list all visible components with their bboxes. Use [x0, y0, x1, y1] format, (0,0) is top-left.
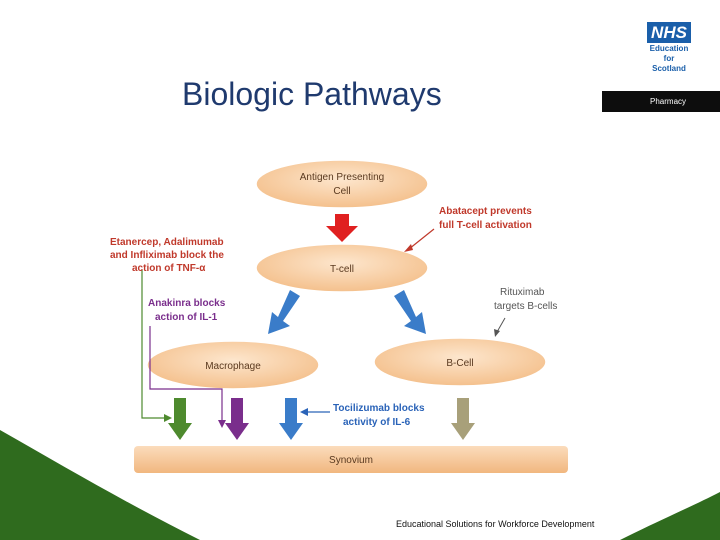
- section-label: Pharmacy: [602, 91, 720, 112]
- apc-label-1: Antigen Presenting: [300, 172, 385, 183]
- abatacept-text-1: Abatacept prevents: [439, 206, 532, 217]
- tocilizumab-text-1: Tocilizumab blocks: [333, 403, 425, 414]
- tcell-node: [255, 243, 429, 293]
- tnf-text-2: and Infliximab block the: [110, 250, 224, 261]
- anakinra-text-1: Anakinra blocks: [148, 298, 226, 309]
- synovium-label: Synovium: [329, 455, 373, 466]
- rituximab-text-1: Rituximab: [500, 287, 545, 298]
- khaki-arrow-down: [451, 398, 475, 440]
- rituximab-text-2: targets B-cells: [494, 301, 557, 312]
- apc-node: [255, 159, 429, 209]
- abatacept-pointer: [408, 228, 435, 250]
- red-arrow-down: [326, 214, 358, 242]
- tocilizumab-text-2: activity of IL-6: [343, 417, 411, 428]
- tnf-text-3: action of TNF-α: [132, 263, 206, 274]
- slide-footer: Educational Solutions for Workforce Deve…: [396, 519, 595, 529]
- macrophage-label: Macrophage: [205, 361, 261, 372]
- tcell-label: T-cell: [330, 264, 354, 275]
- bcell-node: [373, 337, 547, 387]
- bcell-label: B-Cell: [446, 358, 473, 369]
- tnf-text-1: Etanercep, Adalimumab: [110, 237, 224, 248]
- synovium-bar: [134, 446, 568, 473]
- blue-arrow-tcell-bcell: [394, 290, 426, 334]
- blue-arrow-down: [279, 398, 303, 440]
- nhs-logo-sub-2: for: [663, 54, 675, 63]
- nhs-logo-sub-3: Scotland: [652, 64, 686, 73]
- green-arrow-down: [168, 398, 192, 440]
- purple-arrow-down: [225, 398, 249, 440]
- abatacept-pointer-head: [404, 244, 413, 252]
- tnf-connector: [141, 270, 170, 419]
- rituximab-pointer-head: [494, 329, 500, 337]
- nhs-logo: NHS Education for Scotland: [640, 22, 698, 73]
- rituximab-pointer: [496, 317, 506, 333]
- apc-label-2: Cell: [333, 186, 350, 197]
- il1-connector: [149, 326, 223, 425]
- anakinra-text-2: action of IL-1: [155, 312, 218, 323]
- slide-title: Biologic Pathways: [182, 76, 442, 112]
- abatacept-text-2: full T-cell activation: [439, 220, 532, 231]
- nhs-logo-text: NHS: [647, 22, 691, 43]
- il1-connector-head: [218, 420, 226, 428]
- nhs-logo-sub-1: Education: [649, 44, 689, 53]
- tnf-connector-head: [164, 414, 172, 422]
- macrophage-node: [146, 340, 320, 390]
- il6-pointer-head: [300, 408, 308, 416]
- blue-arrow-tcell-macrophage: [268, 290, 300, 334]
